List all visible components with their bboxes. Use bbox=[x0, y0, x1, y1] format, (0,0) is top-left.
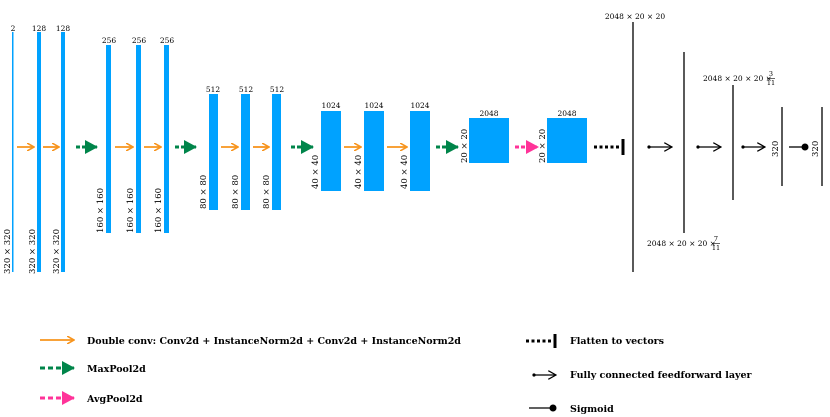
spatial-size-label: 160 × 160 bbox=[96, 188, 106, 233]
svg-text:2048 × 20 × 20 ×: 2048 × 20 × 20 × bbox=[703, 74, 772, 83]
legend-sigmoid-icon bbox=[529, 404, 557, 412]
channel-label: 256 bbox=[132, 36, 147, 45]
spatial-size-label: 80 × 80 bbox=[231, 175, 241, 209]
legend-flatten-icon bbox=[526, 334, 557, 348]
feature-map-block bbox=[209, 94, 218, 210]
feature-map-block bbox=[272, 94, 281, 210]
feature-map-block bbox=[241, 94, 250, 210]
legend-sigmoid-label: Sigmoid bbox=[570, 404, 614, 415]
spatial-size-label: 320 × 320 bbox=[28, 229, 38, 274]
legend-maxpool-label: MaxPool2d bbox=[87, 364, 146, 375]
output-size-label: 320 bbox=[811, 141, 821, 157]
channel-label: 2048 bbox=[479, 109, 498, 118]
legend-fc-label: Fully connected feedforward layer bbox=[570, 370, 753, 381]
channel-label: 128 bbox=[56, 24, 71, 33]
spatial-size-label: 20 × 20 bbox=[460, 129, 470, 163]
channel-label: 256 bbox=[160, 36, 175, 45]
spatial-size-label: 20 × 20 bbox=[538, 129, 548, 163]
channel-label: 2 bbox=[11, 24, 16, 33]
channel-label: 256 bbox=[102, 36, 117, 45]
channel-label: 1024 bbox=[364, 101, 383, 110]
legend-fc-icon bbox=[532, 373, 556, 376]
flatten-symbol bbox=[594, 139, 625, 155]
feature-map-block bbox=[61, 32, 65, 272]
spatial-size-label: 40 × 40 bbox=[400, 155, 410, 189]
feature-map-block bbox=[364, 111, 384, 191]
legend-double-conv-label: Double conv: Conv2d + InstanceNorm2d + C… bbox=[87, 336, 461, 347]
feature-map-block bbox=[321, 111, 341, 191]
channel-label: 512 bbox=[239, 85, 254, 94]
channel-label: 128 bbox=[32, 24, 47, 33]
spatial-size-label: 80 × 80 bbox=[262, 175, 272, 209]
channel-label: 2048 bbox=[557, 109, 576, 118]
fc-layer-1-label: 2048 × 20 × 20 × 7 11 bbox=[647, 235, 720, 252]
fc-layer-2-label: 2048 × 20 × 20 × 3 11 bbox=[703, 70, 775, 87]
svg-text:3: 3 bbox=[769, 70, 773, 78]
fc-arrow bbox=[741, 145, 765, 148]
channel-label: 512 bbox=[270, 85, 285, 94]
feature-map-block bbox=[37, 32, 41, 272]
feature-map-block bbox=[164, 45, 169, 233]
channel-label: 1024 bbox=[410, 101, 429, 110]
feature-map-block bbox=[410, 111, 430, 191]
feature-map-block bbox=[469, 118, 509, 163]
spatial-size-label: 40 × 40 bbox=[311, 155, 321, 189]
legend: Double conv: Conv2d + InstanceNorm2d + C… bbox=[40, 334, 753, 415]
vector-size-label: 2048 × 20 × 20 bbox=[605, 12, 666, 21]
feature-map-block bbox=[547, 118, 587, 163]
spatial-size-label: 320 × 320 bbox=[52, 229, 62, 274]
spatial-size-label: 40 × 40 bbox=[354, 155, 364, 189]
svg-text:11: 11 bbox=[712, 244, 720, 252]
fc-layer-3-label: 320 bbox=[771, 141, 781, 157]
channel-label: 1024 bbox=[321, 101, 340, 110]
legend-avgpool-label: AvgPool2d bbox=[86, 394, 143, 405]
spatial-size-label: 80 × 80 bbox=[199, 175, 209, 209]
legend-flatten-label: Flatten to vectors bbox=[570, 336, 664, 347]
fc-arrow bbox=[647, 145, 672, 148]
spatial-size-label: 160 × 160 bbox=[154, 188, 164, 233]
sigmoid-arrow bbox=[789, 143, 809, 151]
feature-map-block bbox=[12, 32, 14, 272]
svg-text:7: 7 bbox=[714, 235, 718, 243]
fc-arrow bbox=[696, 145, 721, 148]
feature-map-block bbox=[136, 45, 141, 233]
channel-label: 512 bbox=[206, 85, 221, 94]
spatial-size-label: 160 × 160 bbox=[126, 188, 136, 233]
spatial-size-label: 320 × 320 bbox=[3, 229, 13, 274]
svg-text:2048 × 20 × 20 ×: 2048 × 20 × 20 × bbox=[647, 239, 716, 248]
feature-map-block bbox=[106, 45, 111, 233]
svg-text:11: 11 bbox=[767, 79, 775, 87]
